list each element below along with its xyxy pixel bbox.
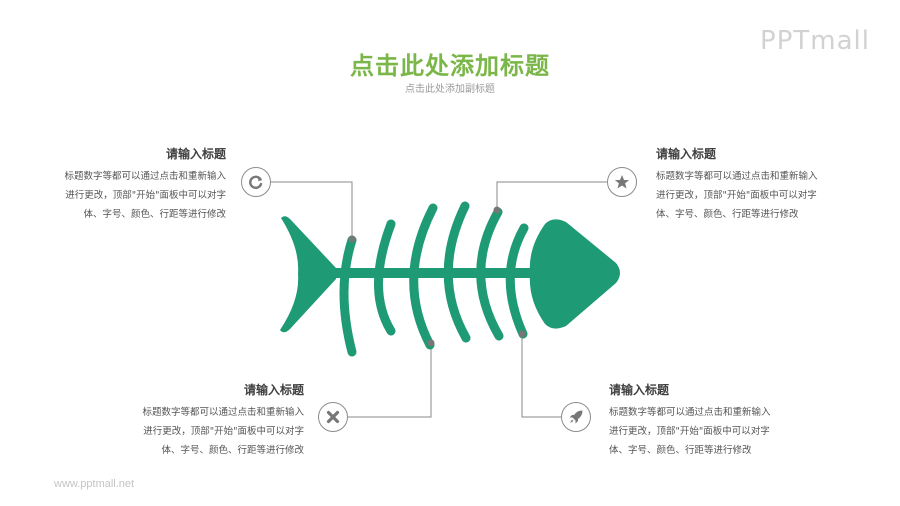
brand-logo: PPTmall xyxy=(760,26,870,56)
refresh-icon xyxy=(249,175,263,189)
item-line: 体、字号、颜色、行距等进行修改 xyxy=(609,445,752,456)
item-line: 进行更改，顶部"开始"面板中可以对字 xyxy=(143,426,304,437)
star-icon-button[interactable] xyxy=(607,167,637,197)
item-body[interactable]: 标题数字等都可以通过点击和重新输入 进行更改，顶部"开始"面板中可以对字 体、字… xyxy=(26,167,226,224)
item-body[interactable]: 标题数字等都可以通过点击和重新输入 进行更改，顶部"开始"面板中可以对字 体、字… xyxy=(609,403,809,460)
item-line: 标题数字等都可以通过点击和重新输入 xyxy=(64,171,226,182)
item-body[interactable]: 标题数字等都可以通过点击和重新输入 进行更改，顶部"开始"面板中可以对字 体、字… xyxy=(656,167,856,224)
close-icon xyxy=(326,410,340,424)
fish-tail xyxy=(280,216,336,333)
fish-head xyxy=(529,219,620,329)
item-line: 进行更改，顶部"开始"面板中可以对字 xyxy=(609,426,770,437)
refresh-icon-button[interactable] xyxy=(241,167,271,197)
item-line: 体、字号、颜色、行距等进行修改 xyxy=(656,209,799,220)
fish-spine xyxy=(330,268,540,278)
page-title[interactable]: 点击此处添加标题 xyxy=(350,52,550,80)
item-heading[interactable]: 请输入标题 xyxy=(243,383,304,397)
item-line: 进行更改，顶部"开始"面板中可以对字 xyxy=(656,190,817,201)
item-block-top-left: 请输入标题 标题数字等都可以通过点击和重新输入 进行更改，顶部"开始"面板中可以… xyxy=(26,145,226,224)
item-heading[interactable]: 请输入标题 xyxy=(165,147,226,161)
star-icon xyxy=(614,175,630,189)
item-line: 进行更改，顶部"开始"面板中可以对字 xyxy=(65,190,226,201)
item-line: 标题数字等都可以通过点击和重新输入 xyxy=(656,171,818,182)
item-heading[interactable]: 请输入标题 xyxy=(656,147,717,161)
page-subtitle[interactable]: 点击此处添加副标题 xyxy=(405,84,495,95)
item-line: 标题数字等都可以通过点击和重新输入 xyxy=(142,407,304,418)
connector-lines xyxy=(271,181,607,418)
footer-url: www.pptmall.net xyxy=(54,478,135,490)
fish-ribs xyxy=(339,201,529,357)
item-body[interactable]: 标题数字等都可以通过点击和重新输入 进行更改，顶部"开始"面板中可以对字 体、字… xyxy=(104,403,304,460)
item-line: 体、字号、颜色、行距等进行修改 xyxy=(161,445,304,456)
fish-skeleton xyxy=(280,216,620,333)
item-block-bottom-right: 请输入标题 标题数字等都可以通过点击和重新输入 进行更改，顶部"开始"面板中可以… xyxy=(609,381,809,460)
item-block-bottom-left: 请输入标题 标题数字等都可以通过点击和重新输入 进行更改，顶部"开始"面板中可以… xyxy=(104,381,304,460)
rocket-icon-button[interactable] xyxy=(561,402,591,432)
close-icon-button[interactable] xyxy=(318,402,348,432)
item-heading[interactable]: 请输入标题 xyxy=(609,383,670,397)
connector-nodes xyxy=(348,206,526,347)
item-block-top-right: 请输入标题 标题数字等都可以通过点击和重新输入 进行更改，顶部"开始"面板中可以… xyxy=(656,145,856,224)
item-line: 体、字号、颜色、行距等进行修改 xyxy=(83,209,226,220)
rocket-icon xyxy=(569,410,583,424)
item-line: 标题数字等都可以通过点击和重新输入 xyxy=(609,407,771,418)
